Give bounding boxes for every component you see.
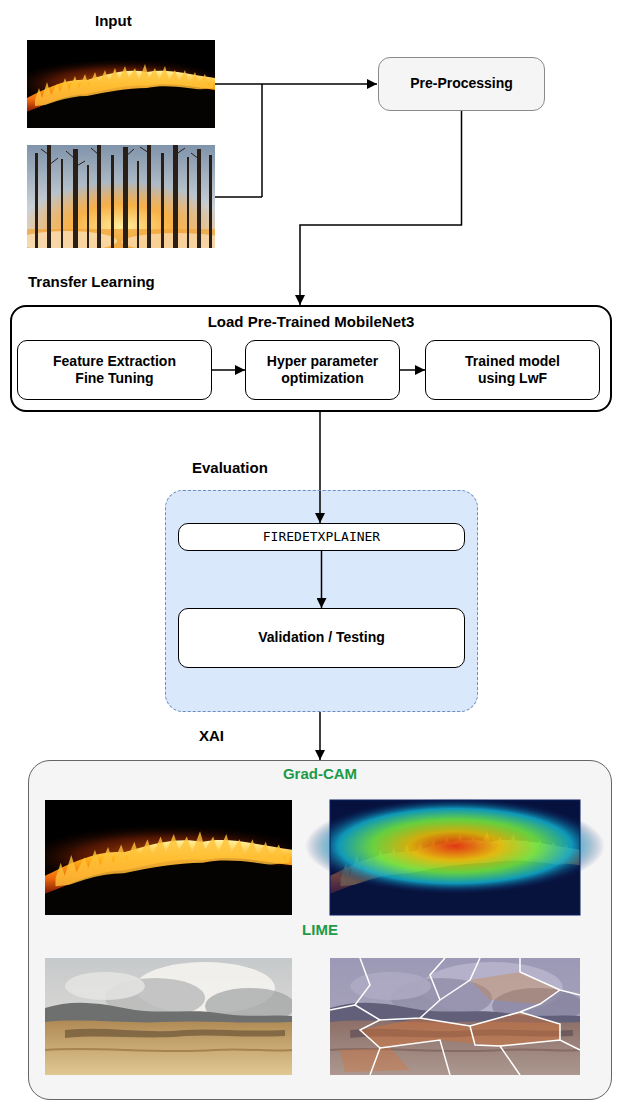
lime-superpixels-part-part bbox=[420, 990, 580, 1026]
connector-arrow bbox=[321, 551, 323, 608]
input-wire bbox=[215, 83, 262, 85]
box-label: Trained model using LwF bbox=[453, 353, 573, 388]
section-heading: Evaluation bbox=[192, 459, 268, 476]
process-box: Hyper parameter optimization bbox=[245, 340, 400, 400]
connector-arrow bbox=[319, 712, 321, 760]
lime-superpixels-part-part bbox=[380, 1040, 450, 1075]
box-label: Hyper parameter optimization bbox=[258, 353, 388, 388]
lime-superpixels-part-part bbox=[470, 1026, 520, 1075]
lime-superpixels-part-part bbox=[520, 1012, 560, 1040]
lime-superpixels-part-part bbox=[330, 1005, 355, 1010]
gradcam-heatmap-part bbox=[305, 798, 605, 894]
box-label: Pre-Processing bbox=[410, 75, 513, 93]
connector-arrow bbox=[319, 412, 321, 523]
connector-arrow bbox=[212, 369, 245, 371]
process-box: Pre-Processing bbox=[378, 57, 545, 111]
dashed-region: EvaluationFIREDETXPLAINERValidation / Te… bbox=[165, 490, 478, 712]
connector-arrow bbox=[400, 369, 425, 371]
lime-input-photo bbox=[45, 958, 295, 1075]
input-wire bbox=[215, 196, 262, 198]
section-heading: XAI bbox=[199, 727, 224, 744]
gradcam-heatmap bbox=[302, 798, 608, 915]
input-wire bbox=[261, 84, 263, 197]
section-label: Input bbox=[95, 12, 132, 29]
section-heading: Transfer Learning bbox=[28, 273, 155, 290]
process-box: FIREDETXPLAINER bbox=[178, 523, 465, 551]
method-title: Grad-CAM bbox=[29, 765, 611, 782]
process-box: Trained model using LwF bbox=[425, 340, 600, 400]
wildfire-photo bbox=[6, 40, 236, 128]
process-box: Feature Extraction Fine Tuning bbox=[17, 340, 212, 400]
box-title: Load Pre-Trained MobileNet3 bbox=[12, 313, 610, 330]
input-wires bbox=[215, 84, 377, 197]
box-label: Validation / Testing bbox=[258, 629, 385, 647]
lime-superpixels-part-part bbox=[380, 958, 480, 1020]
gradcam-input-photo bbox=[17, 800, 319, 915]
lime-superpixels-part bbox=[330, 958, 580, 1075]
input-arrow bbox=[262, 83, 377, 85]
box-label: FIREDETXPLAINER bbox=[263, 529, 380, 545]
lime-superpixels-part-part bbox=[355, 958, 380, 1075]
lime-superpixels-part bbox=[330, 958, 580, 1075]
lime-superpixels-part bbox=[330, 958, 583, 1075]
xai-panel: XAIGrad-CAMLIME bbox=[28, 760, 612, 1100]
gradcam-heatmap-part bbox=[330, 800, 580, 915]
forest-fire-photo bbox=[17, 145, 232, 272]
connector-arrow bbox=[300, 111, 462, 305]
group-box: Transfer LearningLoad Pre-Trained Mobile… bbox=[10, 305, 612, 412]
lime-superpixels-part-part bbox=[430, 958, 445, 1000]
box-label: Feature Extraction Fine Tuning bbox=[40, 353, 190, 388]
method-title: LIME bbox=[29, 921, 611, 938]
lime-superpixels-part-part bbox=[500, 1040, 580, 1050]
process-box: Validation / Testing bbox=[178, 608, 465, 668]
evaluation-region-fill bbox=[165, 490, 478, 712]
lime-superpixels bbox=[330, 958, 583, 1075]
lime-superpixels-part-part bbox=[520, 958, 560, 990]
